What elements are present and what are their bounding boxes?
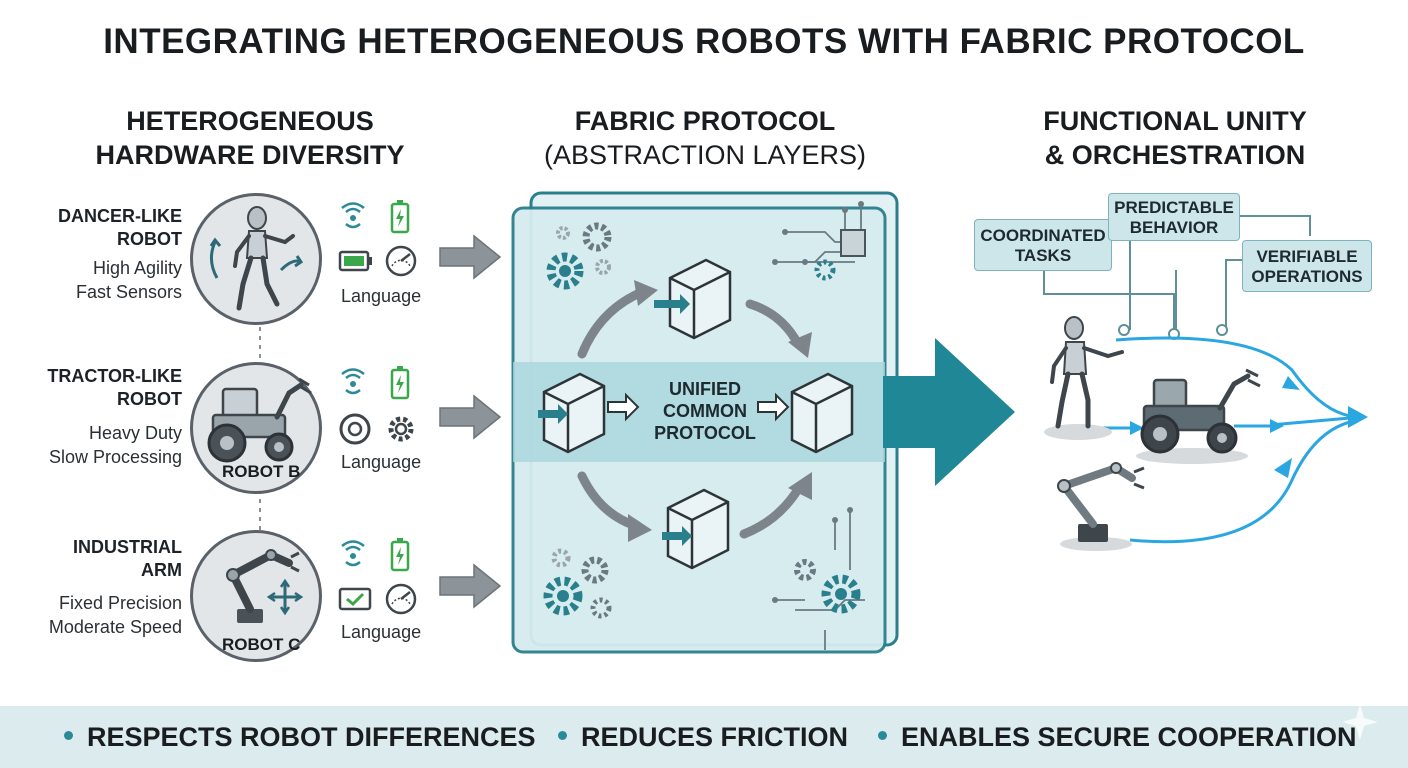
small-gear-icon bbox=[814, 259, 836, 281]
robot-a-language: Language bbox=[341, 286, 422, 306]
battery-level-icon bbox=[338, 250, 372, 272]
middle-heading-line1: FABRIC PROTOCOL bbox=[574, 106, 836, 136]
sparkle-icon bbox=[1342, 704, 1378, 740]
cube-bottom bbox=[662, 488, 730, 570]
footer-item-3: ENABLES SECURE COOPERATION bbox=[878, 722, 1357, 753]
verifiable-line1: VERIFIABLE bbox=[1256, 247, 1358, 266]
industrial-arm-icon bbox=[226, 549, 304, 623]
tractor-robot-icon bbox=[1136, 368, 1261, 464]
robot-c-name-line2: ARM bbox=[141, 560, 182, 580]
robot-b-desc: Heavy Duty Slow Processing bbox=[12, 421, 182, 469]
check-status-icon bbox=[338, 587, 372, 611]
wireless-sensor-icon bbox=[341, 202, 365, 229]
cube-right bbox=[790, 372, 854, 454]
verifiable-line2: OPERATIONS bbox=[1251, 267, 1363, 286]
robot-b-tag: ROBOT B bbox=[222, 462, 301, 481]
center-line2: COMMON bbox=[663, 401, 747, 421]
page-title: INTEGRATING HETEROGENEOUS ROBOTS WITH FA… bbox=[103, 22, 1305, 61]
coordinated-tasks-box: COORDINATED TASKS bbox=[974, 219, 1112, 271]
wireless-sensor-icon bbox=[341, 540, 365, 567]
robot-c-name: INDUSTRIAL ARM bbox=[12, 536, 182, 582]
robot-connector-line bbox=[259, 318, 261, 532]
cube-top bbox=[654, 258, 732, 340]
input-arrow-c bbox=[439, 563, 502, 609]
middle-column-heading: FABRIC PROTOCOL (ABSTRACTION LAYERS) bbox=[480, 104, 930, 172]
robot-b-language: Language bbox=[341, 452, 422, 472]
robot-a-desc-line2: Fast Sensors bbox=[75, 282, 182, 302]
verifiable-operations-box: VERIFIABLE OPERATIONS bbox=[1242, 240, 1372, 292]
center-line1: UNIFIED bbox=[669, 379, 741, 399]
battery-charging-icon bbox=[390, 538, 410, 572]
protocol-flow-diagram bbox=[538, 258, 854, 570]
robot-a-name-line2: ROBOT bbox=[117, 229, 182, 249]
robot-a-desc: High Agility Fast Sensors bbox=[12, 256, 182, 304]
tractor-robot-icon bbox=[207, 377, 312, 463]
robot-b-name-line2: ROBOT bbox=[117, 389, 182, 409]
robot-a-circle bbox=[190, 193, 322, 325]
left-column-heading: HETEROGENEOUS HARDWARE DIVERSITY bbox=[40, 104, 460, 172]
coordinated-line1: COORDINATED bbox=[980, 226, 1106, 245]
robot-c-circle bbox=[190, 530, 322, 662]
coordinated-line2: TASKS bbox=[1014, 246, 1072, 265]
middle-heading-line2: (ABSTRACTION LAYERS) bbox=[543, 140, 867, 170]
right-heading-line2: & ORCHESTRATION bbox=[1044, 140, 1306, 170]
bullet-dot-icon bbox=[558, 731, 567, 741]
outcome-connectors bbox=[1043, 215, 1368, 544]
predictable-line2: BEHAVIOR bbox=[1129, 218, 1219, 237]
footer-item-3-label: ENABLES SECURE COOPERATION bbox=[901, 722, 1357, 752]
gear-icon bbox=[388, 416, 414, 442]
robot-b-desc-line1: Heavy Duty bbox=[88, 423, 182, 443]
input-arrow-a bbox=[439, 234, 502, 280]
humanoid-robot-icon bbox=[209, 206, 304, 311]
footer-item-2: REDUCES FRICTION bbox=[558, 722, 848, 753]
predictable-line1: PREDICTABLE bbox=[1114, 198, 1234, 217]
robot-c-desc: Fixed Precision Moderate Speed bbox=[12, 591, 182, 639]
predictable-behavior-box: PREDICTABLE BEHAVIOR bbox=[1108, 193, 1240, 241]
industrial-arm-icon bbox=[1057, 462, 1145, 551]
unified-protocol-label: UNIFIED COMMON PROTOCOL bbox=[640, 378, 770, 444]
cube-left bbox=[538, 372, 606, 454]
footer-banner bbox=[0, 706, 1408, 768]
right-column-heading: FUNCTIONAL UNITY & ORCHESTRATION bbox=[960, 104, 1390, 172]
input-arrow-b bbox=[439, 394, 502, 440]
robot-c-language: Language bbox=[341, 622, 422, 642]
footer-item-1: RESPECTS ROBOT DIFFERENCES bbox=[64, 722, 536, 753]
robot-c-desc-line1: Fixed Precision bbox=[58, 593, 182, 613]
robot-a-name: DANCER-LIKE ROBOT bbox=[12, 205, 182, 251]
center-line3: PROTOCOL bbox=[654, 423, 756, 443]
speed-gauge-icon bbox=[385, 245, 417, 277]
gear-cluster-right-icon bbox=[794, 559, 861, 614]
bullet-dot-icon bbox=[64, 731, 73, 741]
gear-cluster-bottom-icon bbox=[543, 548, 612, 619]
wireless-sensor-icon bbox=[341, 368, 365, 395]
wheel-icon bbox=[339, 413, 371, 445]
robot-c-name-line1: INDUSTRIAL bbox=[73, 537, 182, 557]
battery-charging-icon bbox=[390, 200, 410, 234]
robot-c-tag: ROBOT C bbox=[222, 635, 301, 654]
humanoid-robot-icon bbox=[1044, 316, 1124, 440]
battery-charging-icon bbox=[390, 366, 410, 400]
robot-a-desc-line1: High Agility bbox=[92, 258, 182, 278]
left-heading-line2: HARDWARE DIVERSITY bbox=[95, 140, 405, 170]
footer-item-2-label: REDUCES FRICTION bbox=[581, 722, 849, 752]
right-heading-line1: FUNCTIONAL UNITY bbox=[1043, 106, 1307, 136]
footer-item-1-label: RESPECTS ROBOT DIFFERENCES bbox=[87, 722, 536, 752]
robot-b-desc-line2: Slow Processing bbox=[48, 447, 182, 467]
left-heading-line1: HETEROGENEOUS bbox=[126, 106, 374, 136]
gear-cluster-top-icon bbox=[546, 222, 612, 290]
speed-gauge-icon bbox=[385, 583, 417, 615]
robot-b-name: TRACTOR-LIKE ROBOT bbox=[12, 365, 182, 411]
robot-a-name-line1: DANCER-LIKE bbox=[58, 206, 182, 226]
robot-c-desc-line2: Moderate Speed bbox=[48, 617, 182, 637]
bullet-dot-icon bbox=[878, 731, 887, 741]
robot-b-name-line1: TRACTOR-LIKE bbox=[47, 366, 182, 386]
robot-b-circle bbox=[190, 362, 322, 494]
